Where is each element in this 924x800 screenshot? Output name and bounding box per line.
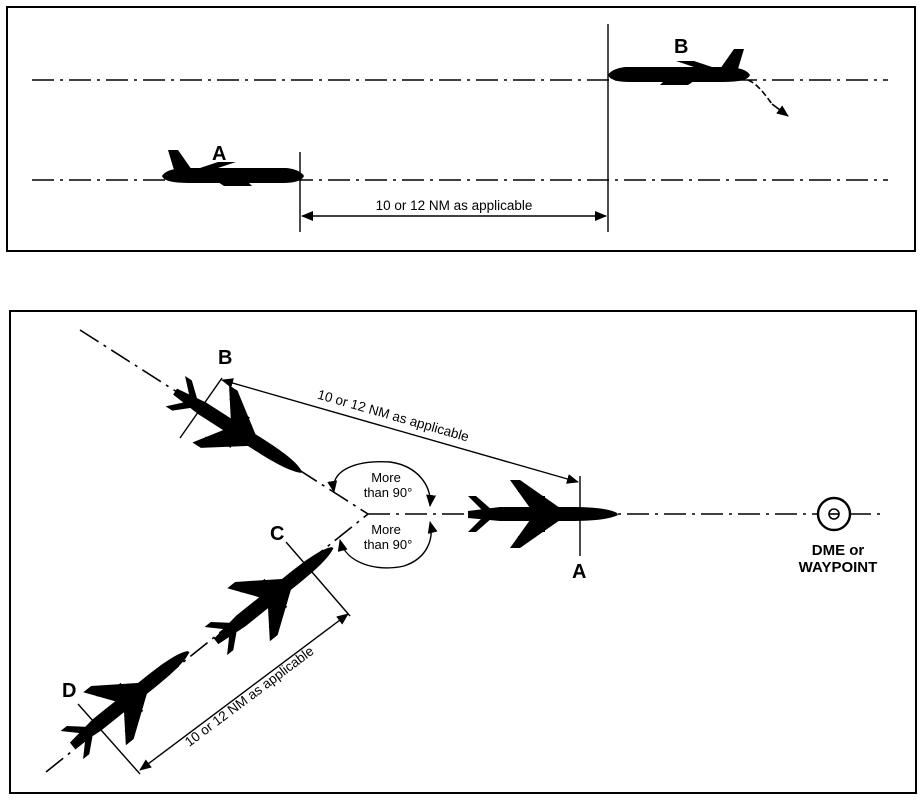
dme-label-line2: WAYPOINT (799, 559, 878, 576)
reference-line-d (77, 703, 141, 775)
distance-label-cd: 10 or 12 NM as applicable (182, 643, 316, 749)
angle-lower-line2: than 90° (364, 537, 413, 552)
angle-arc-upper (327, 461, 437, 507)
aircraft-b-turn-arrow (771, 103, 789, 117)
distance-label-ab: 10 or 12 NM as applicable (316, 387, 471, 445)
aircraft-b-bottom-label: B (218, 347, 232, 369)
angle-upper-line1: More (371, 470, 401, 485)
reference-line-b-bottom (179, 377, 223, 439)
aircraft-b-turn-path (747, 79, 773, 105)
aircraft-a-top-label: A (212, 143, 226, 165)
dme-waypoint-icon (816, 496, 852, 532)
angle-lower-line1: More (371, 522, 401, 537)
aircraft-d-label: D (62, 680, 76, 702)
distance-arrow-ab (221, 378, 579, 484)
distance-arrow-cd (139, 613, 349, 771)
aircraft-b-bottom-icon (157, 362, 321, 501)
angle-upper-line2: than 90° (364, 485, 413, 500)
aircraft-c-label: C (270, 523, 284, 545)
distance-label-top: 10 or 12 NM as applicable (376, 198, 533, 213)
aircraft-a-bottom-label: A (572, 561, 586, 583)
aircraft-a-bottom-icon (468, 480, 618, 548)
track-line-b (79, 329, 369, 515)
aircraft-b-top-label: B (674, 36, 688, 58)
aircraft-a-top-icon (162, 150, 304, 186)
dme-label-line1: DME or (812, 542, 865, 559)
reference-line-c (285, 541, 351, 617)
angle-arc-lower (337, 521, 438, 569)
